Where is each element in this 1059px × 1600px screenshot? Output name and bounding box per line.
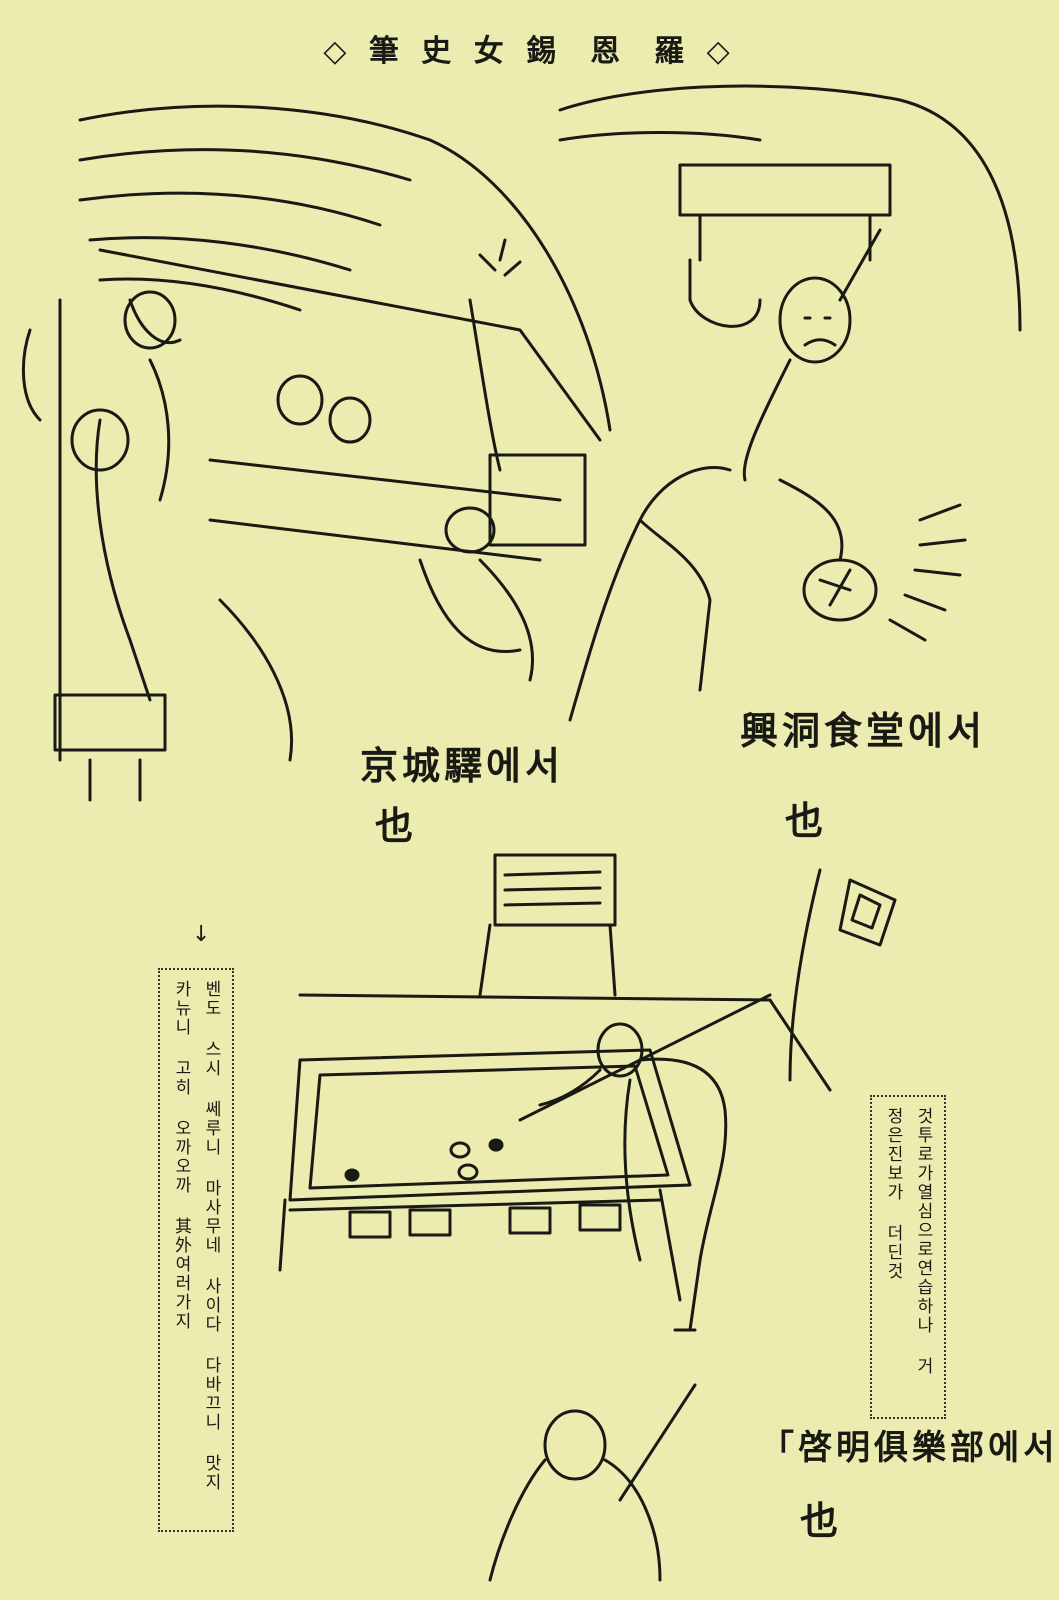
left-note-box: 벤도 스시 쎄루니 마사무네 사이다 다바끄니 맛지 카뉴니 고히 오까오까 其… <box>158 968 234 1532</box>
title-part-2: 恩 <box>590 34 627 69</box>
title-part-3: 羅 ◇ <box>654 34 736 69</box>
cyclist-scene <box>558 84 1022 722</box>
title-part-1: ◇ 筆 史 女 錫 <box>323 34 563 69</box>
caption-station-verb: 也 <box>375 804 418 848</box>
left-note-col-1: 벤도 스시 쎄루니 마사무네 사이다 다바끄니 맛지 <box>201 980 221 1492</box>
right-note-col-1: 것투로가열심으로연습하나 거 <box>913 1107 933 1376</box>
caption-club-verb: 也 <box>800 1499 843 1543</box>
arrow-down-icon: ↓ <box>192 922 211 947</box>
caption-restaurant-verb: 也 <box>785 799 828 843</box>
caption-station: 京城驛에서 <box>360 744 564 788</box>
right-note-col-2: 정은진보가 더딘것 <box>883 1107 903 1281</box>
station-scene <box>21 104 612 802</box>
left-note-col-2: 카뉴니 고히 오까오까 其外여러가지 <box>171 980 191 1331</box>
page-title: ◇ 筆 史 女 錫恩羅 ◇ <box>0 26 1059 70</box>
caption-club: 「啓明俱樂部에서 <box>760 1428 1059 1468</box>
caption-restaurant: 興洞食堂에서 <box>740 709 986 753</box>
billiard-scene <box>278 853 897 1582</box>
right-note-box: 것투로가열심으로연습하나 거 정은진보가 더딘것 <box>870 1095 946 1419</box>
